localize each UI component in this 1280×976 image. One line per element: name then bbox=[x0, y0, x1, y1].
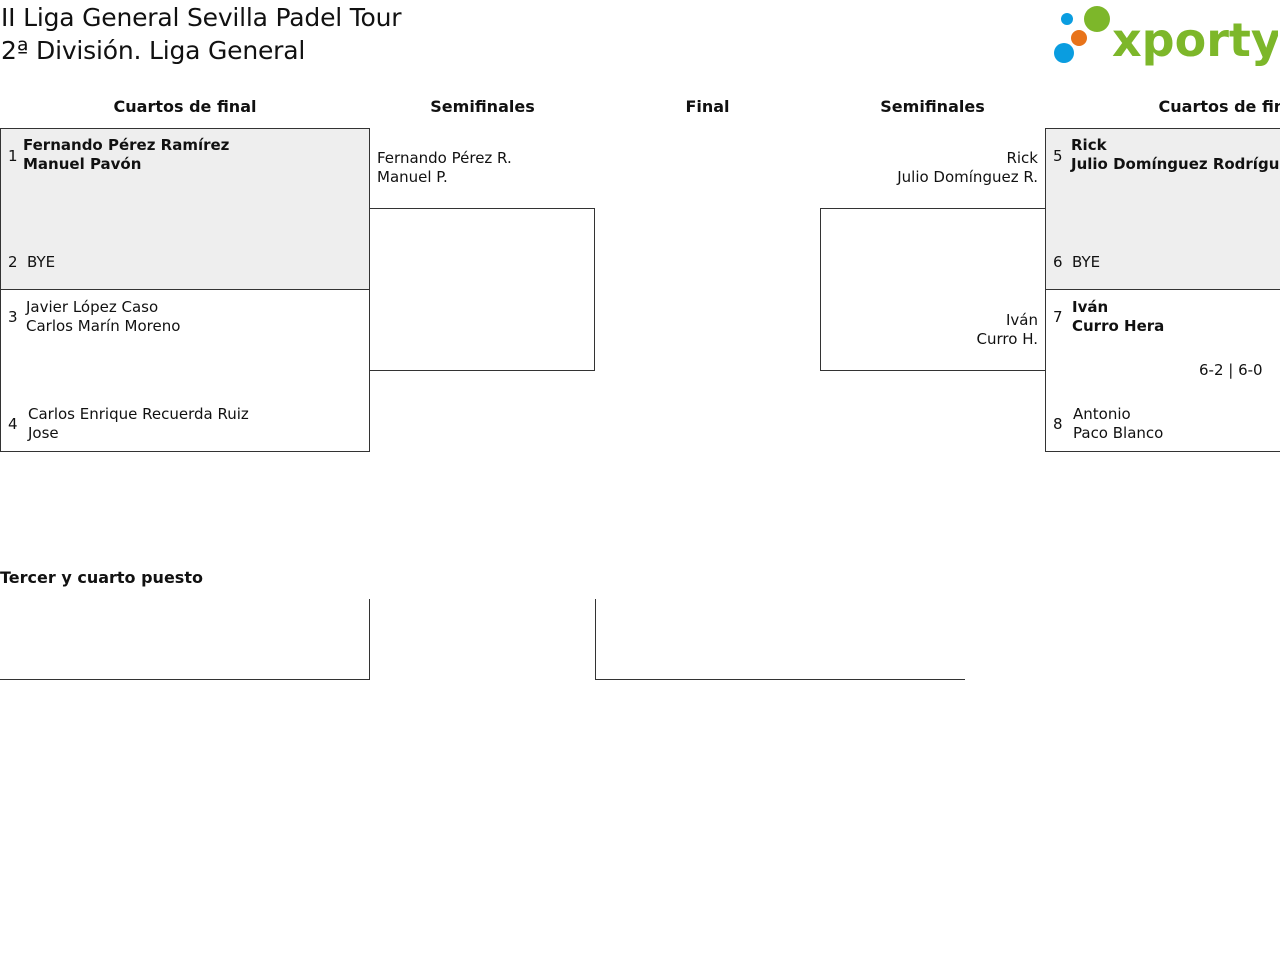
team-player-1: Rick bbox=[1071, 136, 1107, 154]
logo-text: xporty bbox=[1112, 13, 1278, 67]
round-header-left-quarters: Cuartos de final bbox=[113, 97, 257, 116]
team-player-1: Antonio bbox=[1073, 405, 1131, 423]
team-player-2: Curro Hera bbox=[1072, 317, 1165, 335]
xporty-logo-graphic: xporty bbox=[1054, 6, 1280, 67]
page-subtitle: 2ª División. Liga General bbox=[1, 36, 306, 65]
logo-dot-blue-large-icon bbox=[1054, 43, 1074, 63]
match-left-quarter-2[interactable]: 3 Javier López Caso Carlos Marín Moreno … bbox=[0, 289, 370, 452]
semi-right-top-player-2: Julio Domínguez R. bbox=[897, 168, 1038, 186]
round-header-final: Final bbox=[685, 97, 730, 116]
team-player-1: BYE bbox=[1072, 253, 1101, 271]
team-player-2: Jose bbox=[28, 424, 59, 442]
match-left-semi[interactable] bbox=[369, 208, 595, 371]
semi-right-top-player-1: Rick bbox=[1006, 149, 1038, 167]
seed-number: 6 bbox=[1053, 253, 1063, 271]
match-left-quarter-1[interactable]: 1 Fernando Pérez Ramírez Manuel Pavón 2 … bbox=[0, 128, 370, 290]
bracket-line bbox=[369, 599, 370, 680]
semi-left-top-player-1: Fernando Pérez R. bbox=[377, 149, 512, 167]
seed-number: 5 bbox=[1053, 147, 1063, 165]
seed-number: 8 bbox=[1053, 415, 1063, 433]
team-player-1: BYE bbox=[27, 253, 56, 271]
team-player-1: Iván bbox=[1072, 298, 1109, 316]
seed-number: 2 bbox=[8, 253, 18, 271]
match-right-quarter-1[interactable]: 5 Rick Julio Domínguez Rodríguez 6 BYE bbox=[1045, 128, 1280, 290]
round-header-right-quarters: Cuartos de final bbox=[1158, 97, 1280, 116]
logo-dot-orange-icon bbox=[1071, 30, 1087, 46]
team-player-1: Iván bbox=[1006, 311, 1038, 329]
team-player-2: Curro H. bbox=[976, 330, 1038, 348]
bracket-line bbox=[595, 599, 596, 680]
logo-dot-green-icon bbox=[1084, 6, 1110, 32]
team-player-1: Javier López Caso bbox=[26, 298, 159, 316]
seed-number: 3 bbox=[8, 308, 18, 326]
page-title: II Liga General Sevilla Padel Tour bbox=[1, 3, 402, 32]
team-player-2: Carlos Marín Moreno bbox=[26, 317, 181, 335]
team-player-2: Manuel Pavón bbox=[23, 155, 142, 173]
seed-number: 1 bbox=[8, 147, 18, 165]
seed-number: 4 bbox=[8, 415, 18, 433]
seed-number: 7 bbox=[1053, 308, 1063, 326]
xporty-logo[interactable]: xporty bbox=[1050, 4, 1280, 68]
team-player-2: Julio Domínguez Rodríguez bbox=[1071, 155, 1280, 173]
team-player-1: Fernando Pérez Ramírez bbox=[23, 136, 230, 154]
round-header-right-semis: Semifinales bbox=[880, 97, 985, 116]
match-right-quarter-2[interactable]: 7 Iván Curro Hera 6-2 | 6-0 8 Antonio Pa… bbox=[1045, 289, 1280, 452]
logo-dot-blue-small-icon bbox=[1061, 13, 1073, 25]
team-player-2: Paco Blanco bbox=[1073, 424, 1164, 442]
match-score: 6-2 | 6-0 bbox=[1199, 361, 1263, 379]
bracket-line bbox=[0, 679, 370, 680]
third-place-heading: Tercer y cuarto puesto bbox=[0, 568, 203, 587]
semi-left-top-player-2: Manuel P. bbox=[377, 168, 448, 186]
match-right-semi[interactable]: Iván Curro H. bbox=[820, 208, 1046, 371]
round-header-left-semis: Semifinales bbox=[430, 97, 535, 116]
team-player-1: Carlos Enrique Recuerda Ruiz bbox=[28, 405, 249, 423]
bracket-line bbox=[595, 679, 965, 680]
